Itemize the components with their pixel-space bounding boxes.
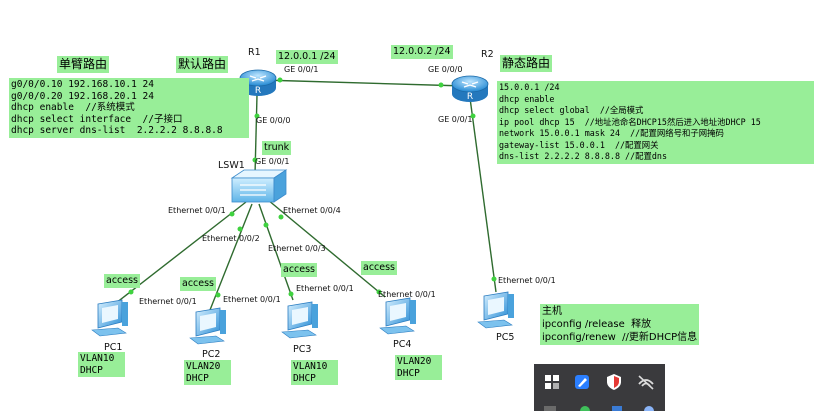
shield-icon[interactable] <box>604 372 624 392</box>
network-muted-icon[interactable] <box>636 372 656 392</box>
router-icon-r1: R <box>239 69 277 96</box>
port-label-sw-ge001: GE 0/0/1 <box>255 157 290 166</box>
port-dot <box>254 113 260 119</box>
pen-app-icon[interactable] <box>572 372 592 392</box>
pc-icon-pc5 <box>477 291 514 329</box>
pc-icon-pc3 <box>281 301 318 339</box>
port-label-sw-e4: Ethernet 0/0/4 <box>283 206 341 215</box>
note-r1-ip: 12.0.0.1 /24 <box>276 50 338 64</box>
port-dot <box>278 214 284 220</box>
port-label-pc4-e: Ethernet 0/0/1 <box>378 290 436 299</box>
port-dot <box>438 82 444 88</box>
pc-icon-pc2 <box>189 307 226 345</box>
port-label-pc2-e: Ethernet 0/0/1 <box>223 295 281 304</box>
port-label-pc3-e: Ethernet 0/0/1 <box>296 284 354 293</box>
app-grid-icon[interactable] <box>542 372 562 392</box>
note-access-pc4: access <box>361 261 398 275</box>
port-label-pc5-e: Ethernet 0/0/1 <box>498 276 556 285</box>
port-label-sw-e2: Ethernet 0/0/2 <box>202 234 260 243</box>
note-pc1-info: VLAN10 DHCP <box>78 352 125 377</box>
router-icon-r2: R <box>451 75 489 102</box>
note-pc2-info: VLAN20 DHCP <box>184 360 231 385</box>
link-sw-pc2 <box>209 203 253 311</box>
note-host-info: 主机 ipconfig /release 释放 ipconfig/renew /… <box>540 304 700 345</box>
note-static-route-title: 静态路由 <box>500 55 553 72</box>
device-label-pc1: PC1 <box>104 342 123 353</box>
port-dot <box>470 113 476 119</box>
note-trunk: trunk <box>262 141 292 155</box>
port-dot <box>215 292 221 298</box>
port-dot <box>263 222 269 228</box>
system-tray-popup <box>534 364 665 411</box>
port-dot <box>491 276 497 282</box>
link-sw-pc4 <box>267 199 386 298</box>
port-label-r2-ge000: GE 0/0/0 <box>428 65 463 74</box>
port-dot <box>252 157 258 163</box>
device-label-pc3: PC3 <box>293 344 312 355</box>
note-access-pc3: access <box>281 263 318 277</box>
device-label-r2: R2 <box>481 49 494 60</box>
note-onearm-title: 单臂路由 <box>57 56 110 73</box>
port-dot <box>277 77 283 83</box>
port-dot <box>288 291 294 297</box>
device-label-pc2: PC2 <box>202 349 221 360</box>
switch-icon-lsw1 <box>230 169 288 203</box>
note-pc3-info: VLAN10 DHCP <box>291 360 338 385</box>
port-label-sw-e3: Ethernet 0/0/3 <box>268 244 326 253</box>
note-access-pc1: access <box>104 274 141 288</box>
link-r2-pc5 <box>469 97 497 293</box>
device-label-lsw1: LSW1 <box>218 160 245 171</box>
note-default-route-title: 默认路由 <box>176 56 229 73</box>
port-label-r1-ge000: GE 0/0/0 <box>256 116 291 125</box>
link-r1-r2 <box>261 79 466 87</box>
note-r2-ip: 12.0.0.2 /24 <box>391 45 453 59</box>
port-dot <box>128 289 134 295</box>
pc-icon-pc1 <box>91 299 128 337</box>
tray-second-row <box>544 406 654 411</box>
port-dot <box>229 211 235 217</box>
port-label-sw-e1: Ethernet 0/0/1 <box>168 206 226 215</box>
pc-icon-pc4 <box>379 297 416 335</box>
note-access-pc2: access <box>180 277 217 291</box>
link-sw-pc3 <box>258 203 294 301</box>
port-label-r1-ge001: GE 0/0/1 <box>284 65 319 74</box>
port-dot <box>237 226 243 232</box>
svg-text:R: R <box>467 92 473 102</box>
port-label-r2-ge001: GE 0/0/1 <box>438 115 473 124</box>
device-label-r1: R1 <box>248 47 261 58</box>
device-label-pc4: PC4 <box>393 339 412 350</box>
port-dot <box>376 289 382 295</box>
note-pc4-info: VLAN20 DHCP <box>395 355 442 380</box>
svg-text:R: R <box>255 86 261 96</box>
port-label-pc1-e: Ethernet 0/0/1 <box>139 297 197 306</box>
note-r2-config: 15.0.0.1 /24 dhcp enable dhcp select glo… <box>497 81 814 164</box>
note-r1-config: g0/0/0.10 192.168.10.1 24 g0/0/0.20 192.… <box>9 78 249 138</box>
device-label-pc5: PC5 <box>496 332 515 343</box>
